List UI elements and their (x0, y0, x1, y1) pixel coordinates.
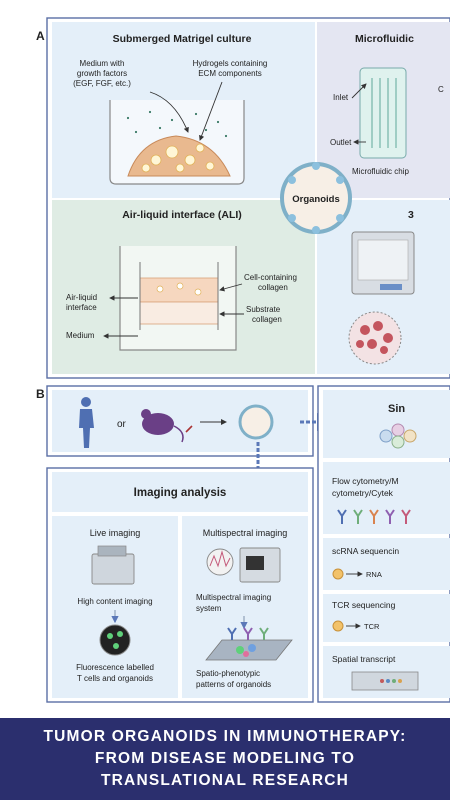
spatial-pattern-icon (236, 644, 256, 657)
banner-line-1: TUMOR ORGANOIDS IN IMMUNOTHERAPY: (43, 728, 407, 745)
tcr-card (323, 594, 450, 642)
air-liquid-label-1: Air-liquid (66, 293, 97, 302)
fluor-label-2: T cells and organoids (77, 674, 153, 683)
scrna-cell-icon (332, 568, 344, 580)
tcr-cell-icon (332, 620, 344, 632)
spectrum-trace-icon (209, 550, 231, 568)
banner-line-3: TRANSLATIONAL RESEARCH (101, 772, 349, 789)
mouse-icon (141, 409, 184, 443)
flow-cytometry-card (323, 462, 450, 534)
substrate-label-1: Substrate (246, 305, 281, 314)
derived-organoid-icon (238, 404, 274, 440)
human-icon (79, 397, 94, 448)
spatial-spots-icon (380, 679, 402, 683)
medium-label-3: (EGF, FGF, etc.) (73, 79, 131, 88)
hci-machine-icon (91, 553, 135, 585)
panel-b-letter: B (36, 387, 45, 401)
ali-title: Air-liquid interface (ALI) (122, 209, 242, 221)
cell-collagen-arrow (219, 283, 243, 292)
tissue-cells-icon (356, 321, 393, 354)
imaging-header-panel (52, 472, 308, 512)
hci-machine-top-icon (97, 545, 127, 557)
matrigel-dome-icon (127, 135, 231, 177)
tcr-seq-label: TCR sequencing (332, 600, 396, 610)
chip-channels-icon (371, 78, 397, 148)
spatial-label: Spatial transcript (332, 654, 396, 664)
outlet-label: Outlet (330, 138, 352, 147)
multispectral-panel (182, 516, 308, 698)
tissue-zoom-icon (348, 311, 402, 365)
hci-label: High content imaging (77, 597, 152, 606)
fluorescence-cells-icon (107, 631, 123, 649)
ali-medium-label: Medium (66, 331, 95, 340)
biopsy-tool-icon (185, 425, 193, 433)
substrate-collagen-layer-icon (139, 301, 219, 325)
hydrogel-label-1: Hydrogels containing (193, 59, 268, 68)
antibody-icons (337, 509, 411, 524)
flow-label-2: cytometry/Cytek (332, 488, 394, 498)
medium-label-1: Medium with (80, 59, 125, 68)
center-organoid-cells-icon (288, 162, 344, 234)
organoids-label: Organoids (292, 194, 340, 205)
substrate-label-2: collagen (252, 315, 282, 324)
spatial-slide-icon (351, 671, 419, 691)
system-label-1: Multispectral imaging (196, 593, 271, 602)
single-cell-title: Sin (388, 403, 405, 415)
inlet-arrow (351, 83, 367, 99)
panel-a-letter: A (36, 29, 45, 43)
panel-a-border (46, 17, 450, 379)
cell-collagen-layer-icon (139, 277, 219, 303)
organoid-cluster-icon (141, 143, 215, 173)
inlet-label: Inlet (333, 93, 349, 102)
medium-label-2: growth factors (77, 69, 127, 78)
multispectral-screen-icon (246, 556, 264, 570)
live-imaging-title: Live imaging (90, 528, 141, 538)
spatio-label-2: patterns of organoids (196, 680, 271, 689)
bioprint-title: 3 (408, 209, 414, 221)
flow-label-1: Flow cytometry/M (332, 476, 399, 486)
hydrogel-label-2: ECM components (198, 69, 262, 78)
chip-c-label: C (438, 85, 444, 94)
cell-suspension-icon (379, 423, 417, 449)
ali-organoid-icon (156, 282, 202, 296)
single-cell-header-panel (323, 390, 450, 458)
rna-label: RNA (366, 570, 382, 579)
microfluidic-title: Microfluidic (355, 33, 414, 45)
air-liquid-label-2: interface (66, 303, 97, 312)
chip-label: Microfluidic chip (352, 167, 409, 176)
cell-collagen-label-2: collagen (258, 283, 288, 292)
cell-collagen-label-1: Cell-containing (244, 273, 297, 282)
or-text: or (117, 419, 127, 430)
submerged-title: Submerged Matrigel culture (113, 33, 252, 45)
spatio-label-1: Spatio-phenotypic (196, 669, 260, 678)
multispectral-title: Multispectral imaging (203, 528, 288, 538)
antibody-stack-icon (227, 627, 269, 640)
microfluidic-chip-icon (359, 67, 407, 159)
growth-factor-dots-icon (126, 110, 228, 138)
bioprinter-screen-icon (380, 284, 402, 290)
spectrum-zoom-icon (206, 548, 234, 576)
bioprinter-window-icon (357, 239, 409, 281)
imaging-title: Imaging analysis (134, 487, 227, 499)
fluor-label-1: Fluorescence labelled (76, 663, 154, 672)
title-banner: TUMOR ORGANOIDS IN IMMUNOTHERAPY: FROM D… (0, 718, 450, 800)
scrna-label: scRNA sequencin (332, 546, 399, 556)
system-label-2: system (196, 604, 222, 613)
banner-line-2: FROM DISEASE MODELING TO (94, 750, 356, 767)
hydrogel-arrow (199, 81, 223, 141)
scrna-card (323, 538, 450, 590)
fluorescence-icon (99, 624, 131, 656)
medium-arrow (149, 91, 189, 133)
tcr-label: TCR (364, 622, 380, 631)
